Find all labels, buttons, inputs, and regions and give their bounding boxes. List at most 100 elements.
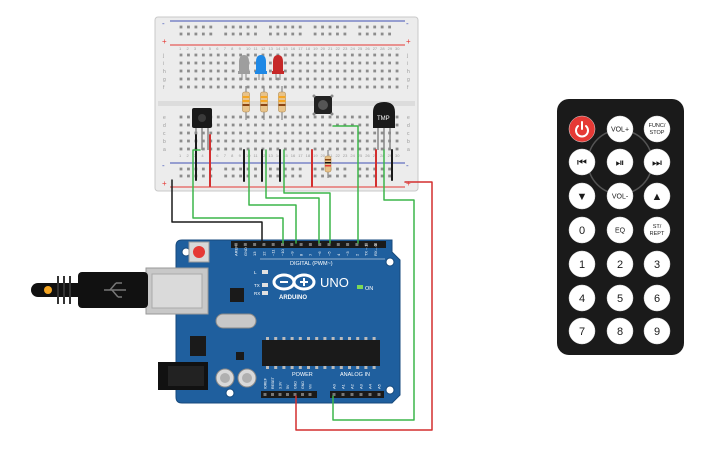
- digital-pin-label: ~9: [289, 251, 294, 256]
- power-icon-arc: [575, 125, 589, 138]
- breadboard-hole: [276, 131, 280, 135]
- rail-hole: [365, 167, 369, 171]
- breadboard-hole: [283, 131, 287, 135]
- on-label: ON: [365, 286, 373, 292]
- rail-hole: [336, 32, 339, 36]
- vol-down-button[interactable]: VOL-: [606, 182, 634, 210]
- column-number-bottom: 15: [283, 153, 288, 158]
- digit-1-button[interactable]: 1: [568, 250, 596, 278]
- digit-6-button[interactable]: 6: [643, 284, 671, 312]
- temperature-sensor[interactable]: TMP: [373, 102, 395, 150]
- breadboard-hole: [291, 85, 295, 89]
- digit-2-button[interactable]: 2: [606, 250, 634, 278]
- digit-9-button[interactable]: 9: [643, 317, 671, 345]
- capacitor-top: [242, 373, 252, 383]
- digital-header: [231, 241, 386, 248]
- digit-5-button[interactable]: 5: [606, 284, 634, 312]
- down-button[interactable]: ▼: [568, 182, 596, 210]
- breadboard-hole: [298, 85, 302, 89]
- digital-pin-label: ~6: [317, 251, 322, 256]
- eq-button[interactable]: EQ: [606, 216, 634, 244]
- wire-led3-signal: [283, 149, 331, 244]
- row-letter: j: [162, 53, 164, 59]
- column-number-bottom: 21: [328, 153, 333, 158]
- column-number-top: 25: [358, 46, 363, 51]
- up-button[interactable]: ▲: [643, 182, 671, 210]
- column-number-bottom: 9: [239, 153, 242, 158]
- breadboard-hole: [358, 131, 362, 135]
- power-button[interactable]: [568, 115, 596, 143]
- next-button-face: [643, 148, 671, 176]
- rail-hole: [380, 167, 384, 171]
- chip-pin: [274, 366, 278, 369]
- up-button-label: ▲: [652, 191, 663, 203]
- analog-pin-label: A5: [377, 383, 382, 389]
- play-pause-button[interactable]: ⏯: [606, 148, 634, 176]
- next-button[interactable]: ⏭: [643, 148, 671, 176]
- rail-plus-label-bottom-right: +: [406, 179, 411, 188]
- column-number-bottom: 1: [179, 153, 182, 158]
- func-stop-button[interactable]: FUNC/STOP: [643, 115, 671, 143]
- led-blue[interactable]: [255, 55, 267, 80]
- breadboard-hole: [306, 147, 310, 151]
- led-grey[interactable]: [238, 55, 250, 80]
- breadboard-hole: [201, 61, 205, 65]
- rail-hole: [343, 32, 347, 36]
- breadboard-hole: [216, 147, 220, 151]
- prev-button[interactable]: ⏮: [568, 148, 596, 176]
- breadboard-hole: [209, 53, 213, 57]
- digit-0-button[interactable]: 0: [568, 216, 596, 244]
- breadboard-hole: [239, 139, 242, 143]
- column-number-top: 11: [254, 46, 259, 51]
- digit-7-button[interactable]: 7: [568, 317, 596, 345]
- breadboard-hole: [283, 53, 287, 57]
- breadboard-hole: [276, 77, 280, 81]
- breadboard-hole: [216, 61, 220, 65]
- digit-3-button[interactable]: 3: [643, 250, 671, 278]
- chip-pin: [348, 337, 351, 340]
- vol-up-button[interactable]: VOL+: [606, 115, 634, 143]
- rail-minus-label-top-right: -: [406, 19, 409, 28]
- power-pin-label: GND: [294, 381, 298, 389]
- breadboard-hole: [209, 131, 213, 135]
- breadboard-hole: [224, 139, 228, 143]
- breadboard-hole: [224, 61, 228, 65]
- digit-8-button[interactable]: 8: [606, 317, 634, 345]
- breadboard-hole: [283, 115, 287, 119]
- breadboard-hole: [187, 139, 190, 143]
- breadboard-hole: [298, 115, 302, 119]
- breadboard-hole: [380, 131, 384, 135]
- breadboard-hole: [261, 139, 265, 143]
- led-red[interactable]: [272, 55, 284, 80]
- breadboard-hole: [343, 85, 347, 89]
- rail-hole: [313, 174, 317, 178]
- chip-pin: [290, 337, 294, 340]
- status-led: [262, 283, 268, 287]
- breadboard-hole: [395, 61, 399, 65]
- column-number-top: 18: [306, 46, 311, 51]
- breadboard-hole: [365, 61, 369, 65]
- pushbutton[interactable]: [312, 94, 334, 116]
- breadboard-hole: [336, 131, 339, 135]
- wire-gnd-to-arduino: [171, 179, 263, 244]
- breadboard-hole: [365, 85, 369, 89]
- rail-hole: [365, 32, 369, 36]
- breadboard-hole: [216, 53, 220, 57]
- analog-header: [330, 391, 384, 398]
- on-led: [357, 285, 363, 289]
- rail-hole: [388, 25, 391, 29]
- breadboard-hole: [291, 139, 295, 143]
- digit-4-button[interactable]: 4: [568, 284, 596, 312]
- digit-8-button-label: 8: [617, 326, 623, 338]
- vol-up-button-label: VOL+: [611, 127, 629, 134]
- breadboard-hole: [246, 53, 250, 57]
- breadboard-hole: [201, 139, 205, 143]
- breadboard-hole: [254, 131, 257, 135]
- breadboard-hole: [224, 53, 228, 57]
- rail-hole: [276, 167, 280, 171]
- st-rept-button[interactable]: ST/REPT: [643, 216, 671, 244]
